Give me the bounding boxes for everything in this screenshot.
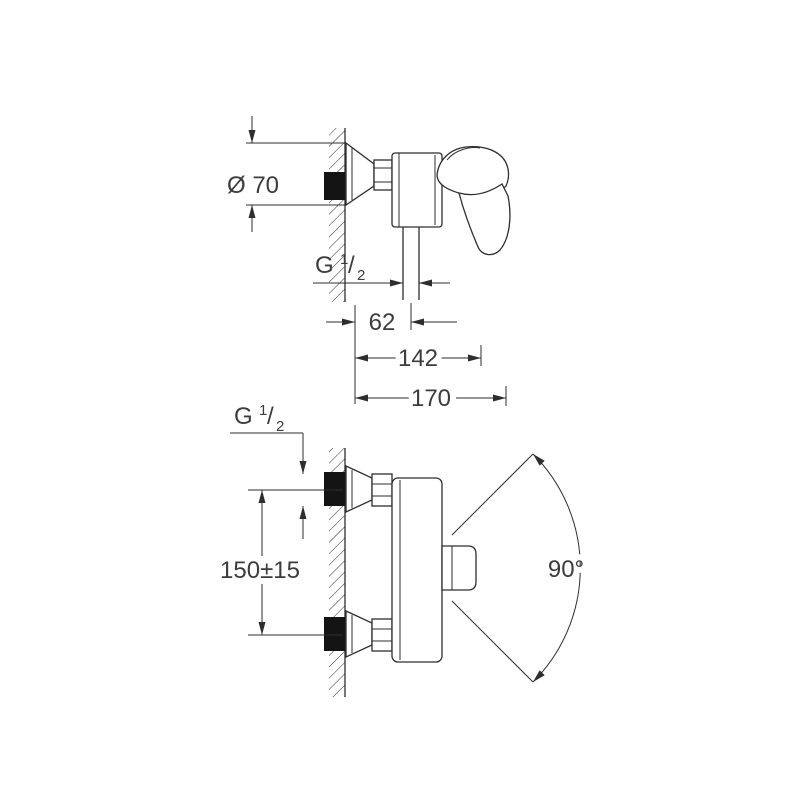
angle-leg-upper: [451, 453, 534, 536]
dim-diameter-label: Ø 70: [227, 172, 279, 199]
thread-label-top: G 1 / 2: [315, 243, 365, 284]
escutcheon-bottom: [345, 609, 373, 659]
thread-numerator: 1: [259, 402, 267, 419]
arc-arrowhead-top: [533, 454, 545, 466]
thread-prefix: G: [234, 403, 253, 430]
dim-inlet-spacing-label: 150±15: [220, 557, 300, 584]
dim-170-label: 170: [411, 385, 451, 412]
dim-62-label: 62: [369, 309, 396, 336]
wall-hatching: [329, 128, 345, 302]
escutcheon-top: [345, 464, 373, 514]
in-wall-fitting: [324, 172, 345, 200]
handle-detail-line: [446, 147, 481, 161]
front-view: 90° G 1 / 2 150±15: [214, 394, 590, 697]
thread-numerator: 1: [340, 251, 348, 268]
mixer-body: [391, 152, 443, 228]
handle-hub: [441, 545, 477, 591]
in-wall-fitting-top: [324, 472, 345, 506]
union-nut-top: [371, 473, 393, 507]
union-nut-bottom: [371, 618, 393, 652]
escutcheon: [345, 141, 375, 207]
thread-label-front: G 1 / 2: [234, 394, 284, 435]
thread-denominator: 2: [276, 418, 284, 435]
lever-handle-blade: [458, 183, 511, 256]
in-wall-fitting-bottom: [324, 617, 345, 651]
thread-prefix: G: [315, 252, 334, 279]
top-view: Ø 70 G 1 / 2 62 142 170: [227, 116, 511, 418]
thread-slash: /: [348, 252, 355, 279]
thread-slash: /: [267, 403, 274, 430]
dim-142-label: 142: [398, 345, 438, 372]
thread-denominator: 2: [357, 267, 365, 284]
union-nut: [373, 159, 393, 191]
angle-leg-lower: [451, 600, 534, 683]
arc-arrowhead-bottom: [533, 670, 545, 682]
angle-label: 90°: [548, 556, 584, 583]
angle-arc: [532, 453, 581, 683]
